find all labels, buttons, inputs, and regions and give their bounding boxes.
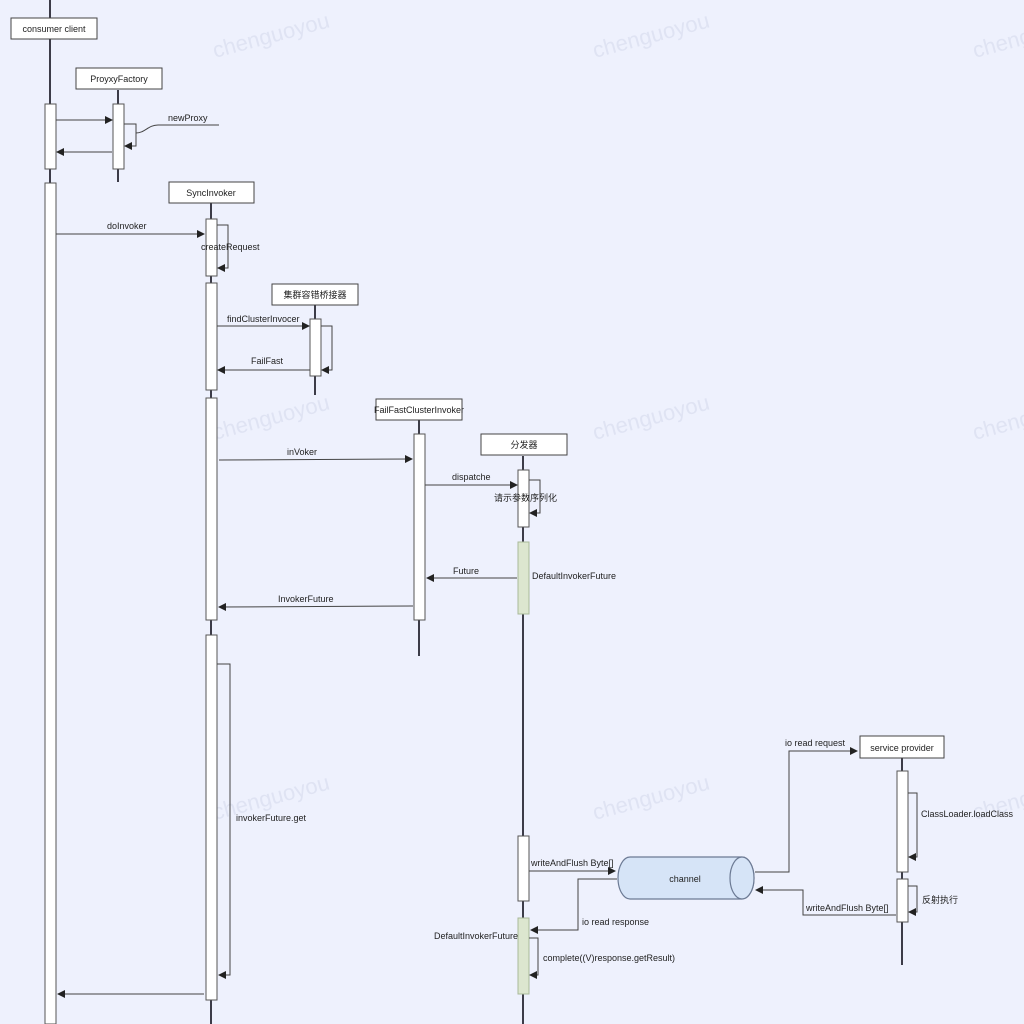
message-label: invokerFuture.get: [236, 813, 307, 823]
arrow-invoker-future: [218, 602, 414, 611]
self-arrow-create-request: [217, 224, 229, 272]
message-label: dispatche: [452, 472, 491, 482]
activation-future-1: [517, 541, 530, 615]
message-label: createRequest: [201, 242, 260, 252]
activation-provider-2: [896, 878, 909, 923]
participant-label: FailFastClusterInvoker: [374, 405, 464, 415]
participant-label: ProyxyFactory: [90, 74, 148, 84]
participant-label: service provider: [870, 743, 934, 753]
activation-sync-invoker-1: [205, 218, 218, 277]
participant-proxy-factory: ProyxyFactory: [75, 67, 163, 90]
message-label: DefaultInvokerFuture: [434, 931, 518, 941]
activation-sync-invoker-3: [205, 397, 218, 621]
activation-consumer-2: [44, 182, 57, 1024]
message-label: io read response: [582, 917, 649, 927]
activation-sync-invoker-4: [205, 634, 218, 1001]
watermark: chenguoyou: [210, 8, 332, 63]
self-arrow-serialize: [529, 479, 541, 517]
message-label: inVoker: [287, 447, 317, 457]
participant-cluster-bridge: 集群容错桥接器: [271, 283, 359, 306]
participant-sync-invoker: SyncInvoker: [168, 181, 255, 204]
self-arrow-cluster-bridge: [321, 325, 333, 374]
channel-label: channel: [669, 874, 701, 884]
arrow-io-read-response: [530, 878, 617, 934]
activation-sync-invoker-2: [205, 282, 218, 391]
message-label: FailFast: [251, 356, 284, 366]
message-label: 请示参数序列化: [494, 492, 557, 503]
activation-proxy-factory: [112, 103, 125, 170]
annotation-line-new-proxy: [135, 124, 219, 134]
message-label: findClusterInvocer: [227, 314, 300, 324]
self-arrow-complete: [529, 937, 539, 979]
activation-dispatcher-1: [517, 469, 530, 528]
watermark: chenguoyou: [970, 8, 1024, 63]
activation-failfast-invoker: [413, 433, 426, 621]
message-label: doInvoker: [107, 221, 147, 231]
arrow-invoker: [218, 455, 413, 464]
message-label: 反射执行: [922, 894, 958, 905]
message-label: io read request: [785, 738, 846, 748]
message-label: writeAndFlush Byte[]: [530, 858, 614, 868]
arrow-write-and-flush-2: [755, 886, 896, 916]
channel-cylinder: channel: [617, 856, 755, 900]
watermark: chenguoyou: [590, 8, 712, 63]
message-label: newProxy: [168, 113, 208, 123]
self-arrow-reflect: [908, 885, 918, 916]
arrow-io-read-request: [755, 747, 858, 873]
participant-provider: service provider: [859, 735, 945, 759]
watermark: chenguoyou: [590, 390, 712, 445]
activation-dispatcher-2: [517, 835, 530, 902]
participant-label: 分发器: [510, 439, 537, 450]
message-label: ClassLoader.loadClass: [921, 809, 1014, 819]
activation-future-2: [517, 917, 530, 995]
participant-consumer: consumer client: [10, 17, 98, 40]
message-label: DefaultInvokerFuture: [532, 571, 616, 581]
watermark: chenguoyou: [590, 770, 712, 825]
participant-failfast-invoker: FailFastClusterInvoker: [374, 398, 464, 421]
watermarks: chenguoyou chenguoyou chenguoyou chenguo…: [210, 8, 1024, 825]
participant-label: SyncInvoker: [186, 188, 236, 198]
activation-provider-1: [896, 770, 909, 873]
participant-dispatcher: 分发器: [480, 433, 568, 456]
watermark: chenguoyou: [210, 390, 332, 445]
message-label: Future: [453, 566, 479, 576]
self-arrow-invoker-future-get: [217, 663, 231, 979]
participant-label: consumer client: [22, 24, 86, 34]
message-label: complete((V)response.getResult): [543, 953, 675, 963]
activation-consumer-1: [44, 103, 57, 170]
watermark: chenguoyou: [970, 390, 1024, 445]
message-label: writeAndFlush Byte[]: [805, 903, 889, 913]
activation-cluster-bridge: [309, 318, 322, 377]
self-arrow-classloader: [908, 792, 918, 861]
participant-label: 集群容错桥接器: [283, 289, 346, 300]
self-arrow-new-proxy: [124, 123, 137, 150]
message-label: InvokerFuture: [278, 594, 334, 604]
